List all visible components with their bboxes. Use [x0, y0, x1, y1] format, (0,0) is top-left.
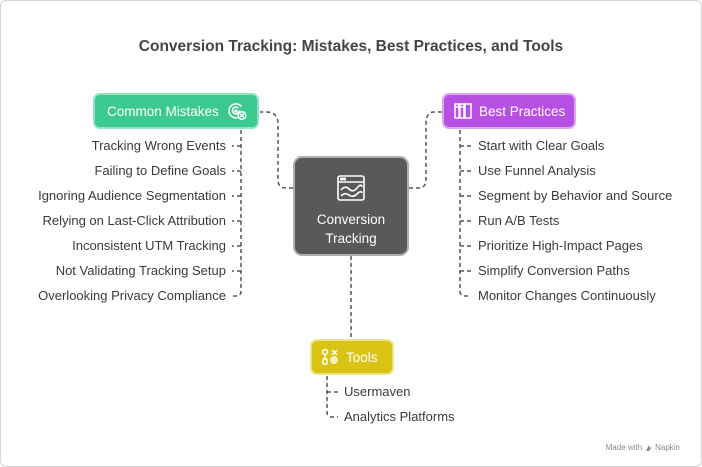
- practices-item-spine: [459, 130, 471, 297]
- practice-item: Run A/B Tests: [478, 213, 560, 228]
- connector-practices: [409, 111, 442, 189]
- tool-item: Usermaven: [344, 384, 411, 399]
- mistake-item: Relying on Last-Click Attribution: [42, 213, 226, 228]
- tool-item: Analytics Platforms: [344, 409, 455, 424]
- center-node: Conversion Tracking: [293, 156, 409, 256]
- mistake-item: Overlooking Privacy Compliance: [38, 288, 226, 303]
- tools-label: Tools: [346, 349, 378, 365]
- best-practices-label: Best Practices: [479, 103, 566, 119]
- practice-item: Start with Clear Goals: [478, 138, 605, 153]
- footer-brand: Napkin: [655, 443, 680, 452]
- mistake-item: Tracking Wrong Events: [91, 138, 226, 153]
- footer-prefix: Made with: [605, 443, 643, 452]
- tools-icon: [320, 347, 340, 367]
- diagram-title: Conversion Tracking: Mistakes, Best Prac…: [138, 38, 564, 55]
- chart-window-icon: [335, 172, 367, 209]
- practice-item: Monitor Changes Continuously: [478, 288, 656, 303]
- mistake-item: Ignoring Audience Segmentation: [38, 188, 226, 203]
- practice-item: Segment by Behavior and Source: [478, 188, 673, 203]
- mistake-item: Not Validating Tracking Setup: [55, 263, 226, 278]
- mistake-item: Failing to Define Goals: [94, 163, 226, 178]
- best-practices-box: Best Practices: [442, 93, 576, 129]
- common-mistakes-box: Common Mistakes: [93, 93, 259, 129]
- made-with-napkin-footer: Made with Napkin: [606, 443, 680, 452]
- napkin-logo-icon: [645, 444, 653, 452]
- mistakes-item-spine: [232, 130, 242, 297]
- center-label: Conversion Tracking: [316, 212, 386, 246]
- tools-box: Tools: [310, 339, 394, 375]
- practice-item: Prioritize High-Impact Pages: [478, 238, 643, 253]
- common-mistakes-label: Common Mistakes: [107, 103, 219, 119]
- target-x-icon: [227, 101, 247, 121]
- practice-item: Use Funnel Analysis: [478, 163, 596, 178]
- connector-mistakes: [260, 111, 293, 189]
- tools-item-spine: [326, 376, 338, 418]
- bookshelf-icon: [453, 101, 473, 121]
- mistake-item: Inconsistent UTM Tracking: [72, 238, 226, 253]
- practice-item: Simplify Conversion Paths: [478, 263, 630, 278]
